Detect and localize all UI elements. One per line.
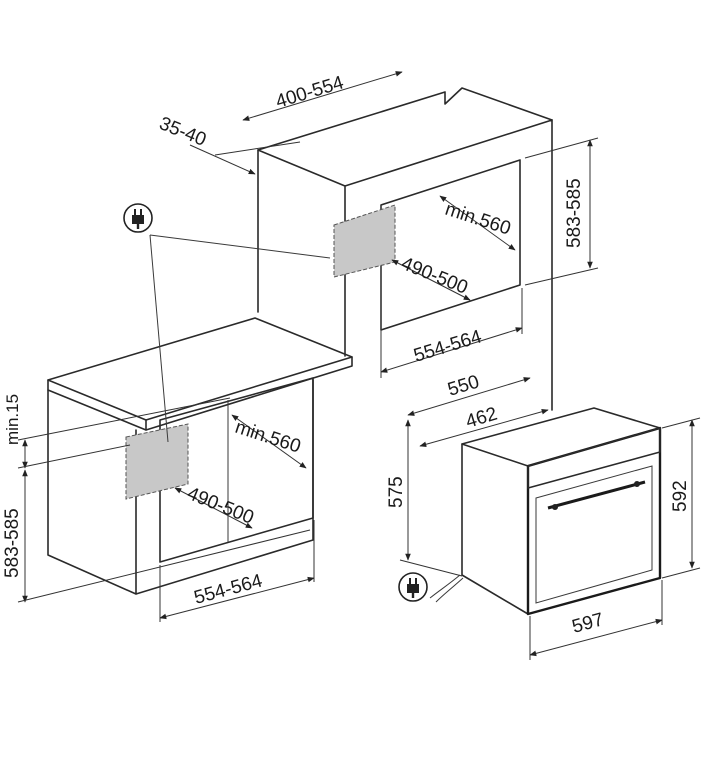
label-oven-inner-depth: 462 xyxy=(463,403,499,432)
column-cabinet xyxy=(257,87,553,411)
base-cabinet xyxy=(47,317,353,595)
column-socket-cutout xyxy=(333,204,396,278)
label-left-cavity-depth: min.560 xyxy=(232,417,303,458)
plug-icon xyxy=(398,572,428,602)
label-top-gap: 35-40 xyxy=(156,113,209,151)
label-left-cavity-width: 490-500 xyxy=(184,483,257,529)
label-top-depth: 400-554 xyxy=(273,72,346,113)
label-oven-side-height: 575 xyxy=(386,476,407,508)
label-left-min-gap: min.15 xyxy=(3,394,22,445)
label-top-cavity-height: 583-585 xyxy=(564,178,585,248)
label-oven-height: 592 xyxy=(670,480,691,512)
label-left-bottom-width: 554-564 xyxy=(192,570,265,608)
label-top-cavity-depth: min.560 xyxy=(442,199,513,240)
plug-icon xyxy=(123,203,153,233)
label-top-cavity-width: 490-500 xyxy=(398,253,471,299)
label-left-cavity-height: 583-585 xyxy=(2,508,23,578)
label-top-bottom-width: 554-564 xyxy=(411,326,484,367)
base-socket-cutout xyxy=(125,423,189,500)
dimension-lines xyxy=(17,71,701,660)
label-oven-width: 597 xyxy=(570,609,606,637)
label-oven-depth: 550 xyxy=(445,371,481,400)
oven-appliance xyxy=(429,407,662,616)
